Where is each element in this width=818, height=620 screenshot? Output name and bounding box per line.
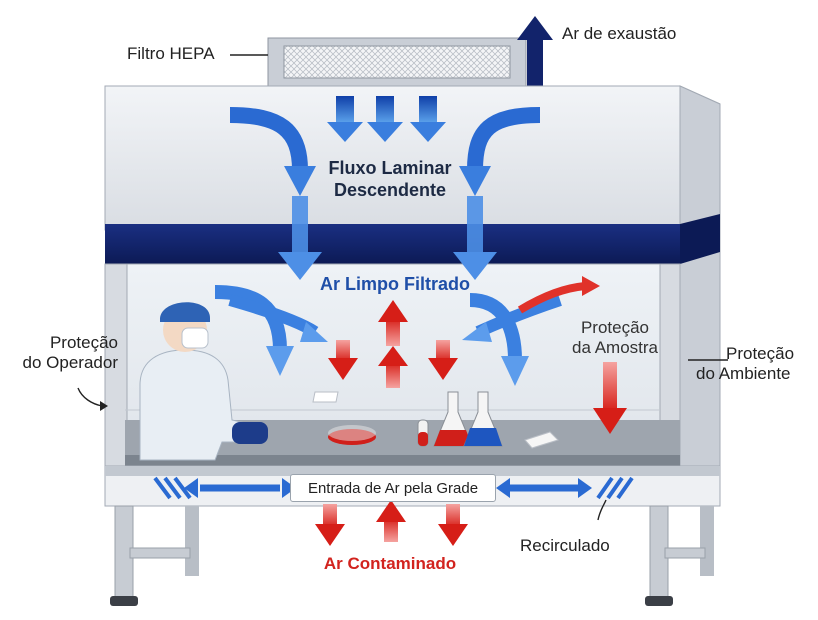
bench-paper (312, 391, 559, 449)
downflow-arrow (327, 96, 363, 142)
test-tube-icon (417, 419, 429, 447)
downflow-label-line1: Fluxo Laminar (328, 158, 452, 178)
downflow-label: Fluxo Laminar Descendente (300, 158, 480, 201)
environment-protection-line2: do Ambiente (696, 364, 791, 384)
downflow-curve-arrow (467, 107, 541, 171)
environment-protection-line1: Proteção (726, 344, 795, 363)
operator-protection-label: Proteção do Operador (0, 333, 118, 374)
downflow-curve-arrow (229, 107, 308, 171)
downflow-arrows (229, 96, 541, 280)
sample-protection-line1: Proteção (580, 318, 650, 337)
erlenmeyer-flask-icon (433, 391, 473, 447)
grille-intake-arrows (153, 476, 634, 500)
operator-protection-line1: Proteção (49, 333, 118, 352)
contaminated-air-arrows (315, 500, 468, 546)
sample-protection-label: Proteção da Amostra (560, 318, 670, 359)
erlenmeyer-flask-icon (463, 391, 503, 447)
contaminated-air-label: Ar Contaminado (323, 554, 457, 573)
cabinet-stand (110, 505, 714, 606)
environment-protection-label: Proteção do Ambiente (696, 344, 814, 385)
operator-protection-line2: do Operador (22, 353, 118, 373)
interior-clean-arrows (214, 285, 562, 386)
hepa-filter-label: Filtro HEPA (127, 44, 215, 63)
cabinet-hood (104, 85, 721, 471)
grille-intake-label: Entrada de Ar pela Grade (290, 474, 496, 502)
lab-worker-icon (139, 302, 268, 461)
interior-red-arrows (328, 276, 627, 434)
petri-dish-icon (328, 425, 376, 445)
recirculated-label: Recirculado (520, 536, 610, 555)
downflow-arrow (367, 96, 403, 142)
exhaust-arrow (517, 16, 553, 86)
exhaust-air-label: Ar de exaustão (562, 24, 677, 43)
sample-protection-line2: da Amostra (572, 338, 658, 358)
leader-lines (77, 54, 728, 521)
hepa-filter (267, 37, 527, 89)
downflow-arrow (410, 96, 446, 142)
clean-air-label: Ar Limpo Filtrado (320, 274, 470, 294)
downflow-label-line2: Descendente (333, 179, 447, 200)
